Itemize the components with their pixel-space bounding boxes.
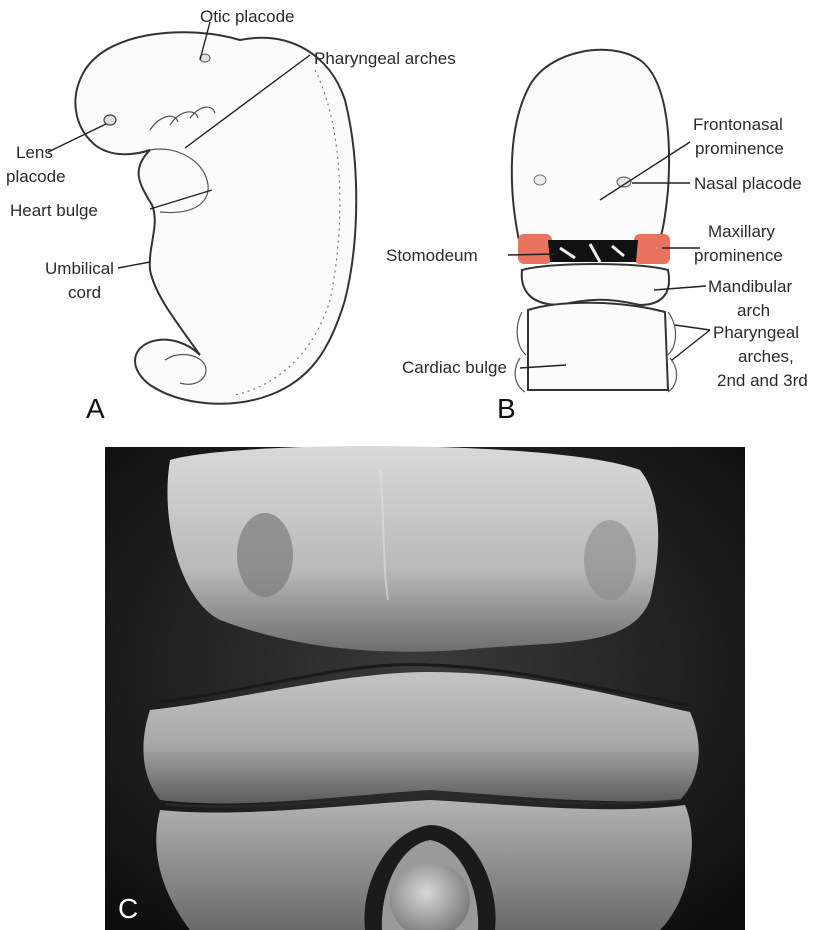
- label-heart-bulge: Heart bulge: [10, 201, 98, 220]
- label-nasal-placode: Nasal placode: [694, 174, 802, 193]
- sem-nasal-pit-left: [237, 513, 293, 597]
- embryo-lateral-outline: [75, 32, 356, 403]
- leader-umbilical: [118, 262, 150, 268]
- panel-letter-b: B: [497, 393, 516, 424]
- panel-a-drawing: Otic placode Pharyngeal arches Lens plac…: [6, 7, 456, 424]
- label-cardiac-bulge: Cardiac bulge: [402, 358, 507, 377]
- leader-pharyngeal-b2: [672, 330, 710, 360]
- label-mandibular-line2: arch: [737, 301, 770, 320]
- leader-pharyngeal-b1: [675, 325, 710, 330]
- label-stomodeum: Stomodeum: [386, 246, 478, 265]
- sem-nasal-pit-right: [584, 520, 636, 600]
- panel-c-sem-photo: C: [105, 446, 745, 930]
- maxillary-right: [634, 234, 670, 264]
- label-lens-line1: Lens: [16, 143, 53, 162]
- label-frontonasal-line2: prominence: [695, 139, 784, 158]
- maxillary-left: [518, 234, 552, 264]
- label-pharyngeal-arches-a: Pharyngeal arches: [314, 49, 456, 68]
- label-maxillary-line2: prominence: [694, 246, 783, 265]
- leader-stomodeum: [508, 254, 556, 255]
- panel-letter-c: C: [118, 893, 138, 924]
- label-maxillary-line1: Maxillary: [708, 222, 776, 241]
- label-mandibular-line1: Mandibular: [708, 277, 792, 296]
- label-lens-line2: placode: [6, 167, 66, 186]
- nasal-placode-spot-left: [534, 175, 546, 185]
- panel-b-drawing: Frontonasal prominence Nasal placode Max…: [386, 50, 808, 424]
- panel-letter-a: A: [86, 393, 105, 424]
- lens-placode-spot: [104, 115, 116, 125]
- label-umbilical-line2: cord: [68, 283, 101, 302]
- label-umbilical-line1: Umbilical: [45, 259, 114, 278]
- label-pharyngeal-line3: 2nd and 3rd: [717, 371, 808, 390]
- label-pharyngeal-line1: Pharyngeal: [713, 323, 799, 342]
- label-otic-placode: Otic placode: [200, 7, 295, 26]
- mandibular-arch: [522, 264, 669, 305]
- frontonasal-head: [512, 50, 669, 248]
- label-frontonasal-line1: Frontonasal: [693, 115, 783, 134]
- label-pharyngeal-line2: arches,: [738, 347, 794, 366]
- cardiac-bulge: [528, 303, 668, 390]
